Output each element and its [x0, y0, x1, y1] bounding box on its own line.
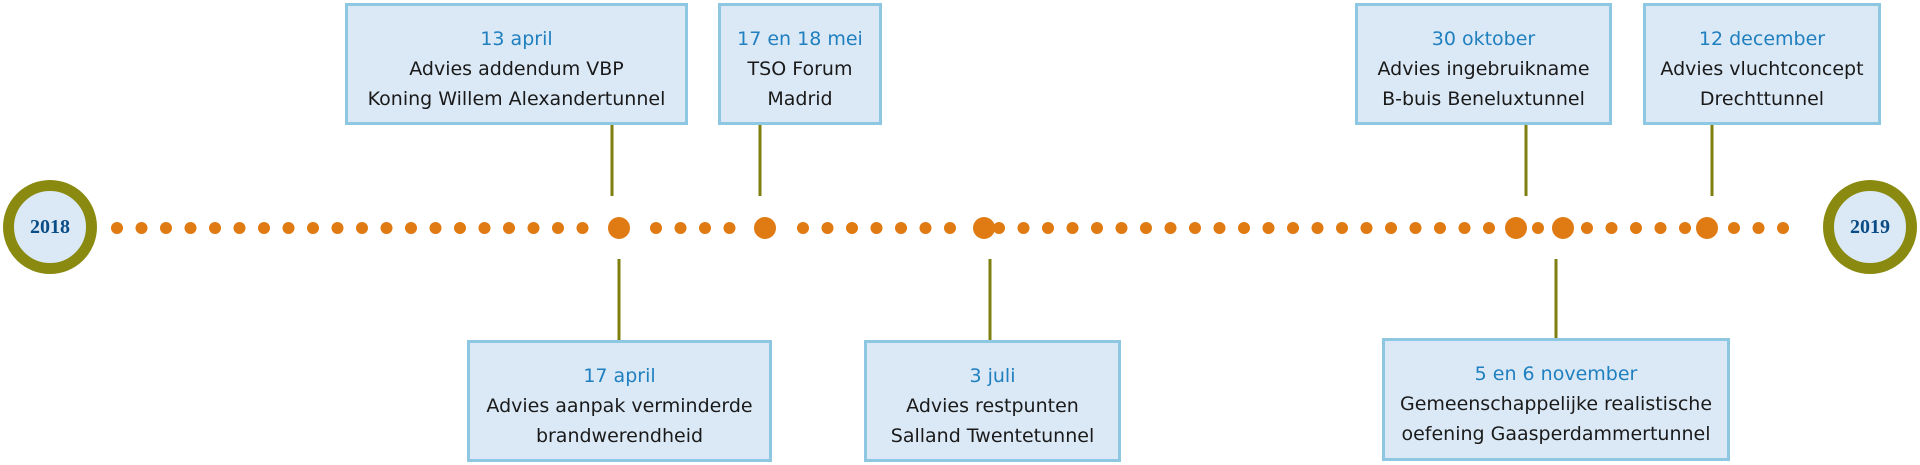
timeline-dot [1115, 222, 1128, 234]
timeline-dot [478, 222, 491, 234]
event-box-17-18-mei: 17 en 18 mei TSO Forum Madrid [718, 3, 882, 125]
marker-december [1696, 217, 1718, 239]
timeline-dot [1238, 222, 1250, 234]
timeline-dot [503, 222, 515, 234]
event-box-30-oktober: 30 oktober Advies ingebruikname B-buis B… [1355, 3, 1612, 125]
timeline-dot [1213, 222, 1226, 234]
event-date: 17 april [583, 365, 656, 387]
timeline-dot [1091, 222, 1103, 234]
timeline-dot [674, 222, 687, 234]
timeline-dot [870, 222, 883, 234]
timeline-dot [356, 222, 368, 234]
event-date: 3 juli [969, 365, 1016, 387]
marker-oktober [1505, 217, 1527, 239]
timeline-dotted-line [111, 222, 1789, 234]
timeline-dot [1262, 222, 1275, 234]
timeline-dot [944, 222, 956, 234]
timeline-dot [993, 222, 1005, 234]
timeline-dot [650, 222, 662, 234]
timeline-dot [1532, 222, 1544, 234]
event-description: Advies ingebruikname B-buis Beneluxtunne… [1377, 58, 1590, 110]
timeline-dot [111, 222, 123, 234]
event-date: 30 oktober [1431, 28, 1536, 50]
timeline-dot [527, 222, 540, 234]
timeline-dot [1189, 222, 1201, 234]
timeline-dot [576, 222, 589, 234]
timeline-dot [184, 222, 197, 234]
timeline-dot [258, 222, 270, 234]
timeline-dot [1017, 222, 1030, 234]
timeline-dot [1728, 222, 1740, 234]
timeline-dot [1605, 222, 1618, 234]
timeline-dot [380, 222, 393, 234]
timeline-dot [1434, 222, 1446, 234]
timeline-dot [1483, 222, 1495, 234]
timeline-dot [821, 222, 834, 234]
timeline-dot [1287, 222, 1299, 234]
timeline-dot [135, 222, 148, 234]
timeline-dot [1679, 222, 1691, 234]
event-box-5-6-november: 5 en 6 november Gemeenschappelijke reali… [1382, 338, 1730, 461]
timeline-dot [1066, 222, 1079, 234]
event-description: Advies aanpak verminderde brandwerendhei… [486, 395, 753, 447]
marker-april [608, 217, 630, 239]
event-description: Gemeenschappelijke realistische oefening… [1399, 393, 1713, 445]
timeline-dot [1311, 222, 1324, 234]
event-description: Advies addendum VBP Koning Willem Alexan… [367, 58, 666, 110]
event-markers [608, 217, 1718, 239]
timeline-dot [699, 222, 711, 234]
event-date: 5 en 6 november [1474, 363, 1638, 385]
event-box-12-december: 12 december Advies vluchtconcept Drechtt… [1643, 3, 1881, 125]
timeline-dot [331, 222, 344, 234]
timeline-dot [1581, 222, 1593, 234]
event-box-13-april: 13 april Advies addendum VBP Koning Will… [345, 3, 688, 125]
timeline-dot [1385, 222, 1397, 234]
marker-juli [973, 217, 995, 239]
timeline-dot [1409, 222, 1422, 234]
timeline-dot [209, 222, 221, 234]
timeline-dot [552, 222, 564, 234]
timeline-dot [1458, 222, 1471, 234]
year-end-label: 2019 [1850, 215, 1890, 238]
timeline-dot [797, 222, 809, 234]
event-date: 12 december [1698, 28, 1826, 50]
timeline-dot [1360, 222, 1373, 234]
event-box-17-april: 17 april Advies aanpak verminderde brand… [467, 340, 772, 462]
timeline-dot [919, 222, 932, 234]
event-description: Advies restpunten Salland Twentetunnel [890, 395, 1095, 447]
event-description: Advies vluchtconcept Drechttunnel [1660, 58, 1864, 110]
timeline-dot [307, 222, 319, 234]
marker-mei [754, 217, 776, 239]
timeline-dot [233, 222, 246, 234]
timeline-dot [723, 222, 736, 234]
timeline-dot [1042, 222, 1054, 234]
timeline-dot [1336, 222, 1348, 234]
timeline-dot [1777, 222, 1789, 234]
timeline-dot [846, 222, 858, 234]
timeline-dot [429, 222, 442, 234]
timeline-dot [1654, 222, 1667, 234]
event-date: 13 april [480, 28, 553, 50]
event-description: TSO Forum Madrid [747, 58, 853, 110]
timeline-dot [1752, 222, 1765, 234]
event-date: 17 en 18 mei [737, 28, 863, 50]
timeline-dot [160, 222, 172, 234]
timeline-dot [895, 222, 907, 234]
event-box-3-juli: 3 juli Advies restpunten Salland Twentet… [864, 340, 1121, 462]
marker-november [1552, 217, 1574, 239]
timeline-dot [1140, 222, 1152, 234]
year-start-label: 2018 [30, 215, 70, 238]
connector-lines [610, 125, 1714, 340]
timeline-dot [1630, 222, 1642, 234]
timeline-dot [454, 222, 466, 234]
timeline-dot [1164, 222, 1177, 234]
year-start-badge: 2018 [3, 180, 97, 274]
timeline-dot [282, 222, 295, 234]
timeline-dot [405, 222, 417, 234]
year-end-badge: 2019 [1823, 180, 1917, 274]
